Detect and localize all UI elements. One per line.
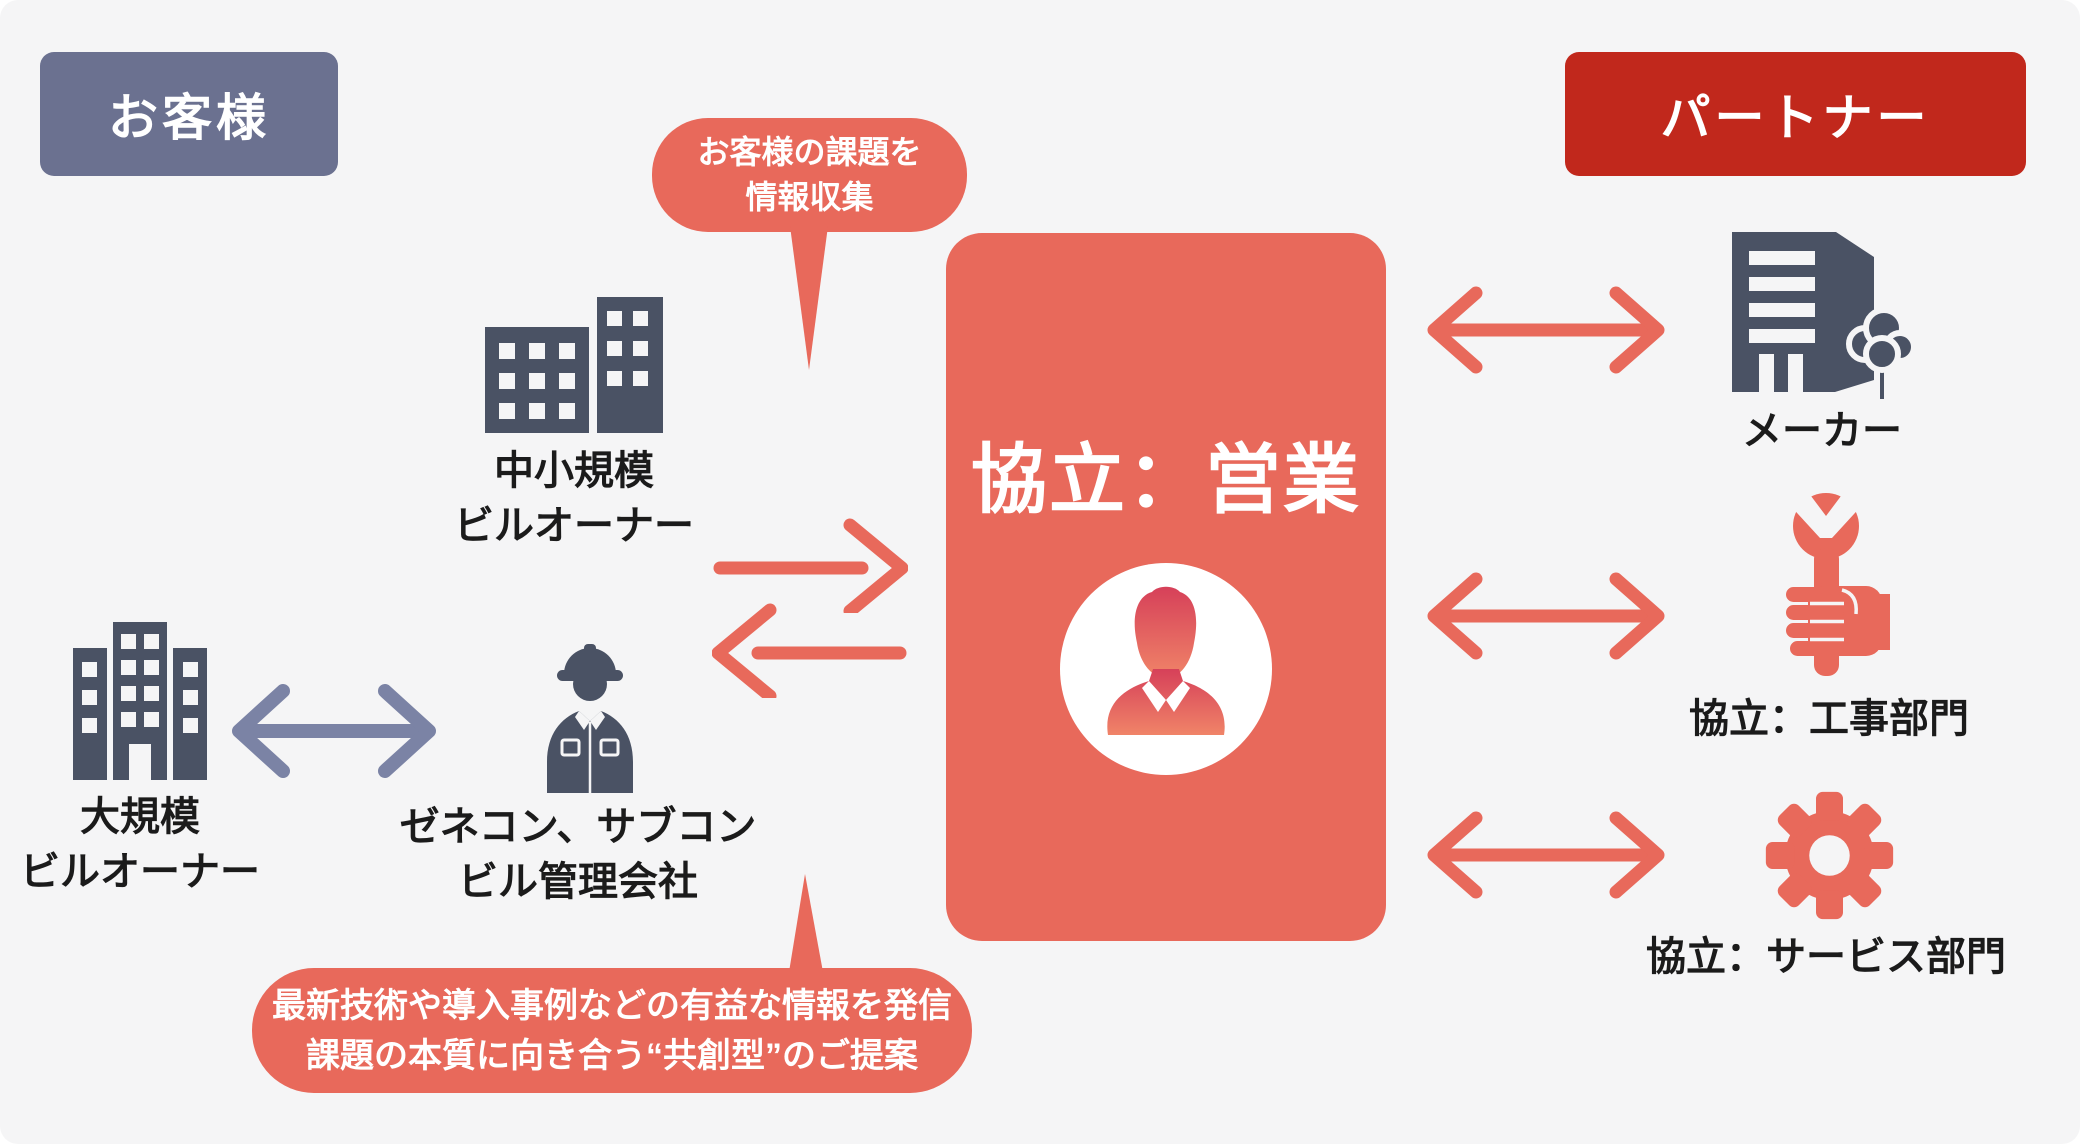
- label-large-owner-line2: ビルオーナー: [20, 850, 260, 894]
- arrow-from-sales-icon: [712, 603, 907, 698]
- speech-bubble-bottom-line2: 課題の本質に向き合う“共創型”のご提案: [306, 1036, 918, 1075]
- construction-worker-icon: [547, 644, 633, 793]
- double-arrow-construction-icon: [1427, 572, 1665, 660]
- label-construction-division: 協立：工事部門: [1689, 697, 1969, 741]
- label-contractor-line1: ゼネコン、サブコン: [399, 805, 757, 849]
- wrench-hand-icon: [1786, 490, 1890, 676]
- double-arrow-owner-contractor-icon: [232, 684, 436, 778]
- label-service-division: 協立：サービス部門: [1646, 935, 2006, 979]
- speech-bubble-top-line1: お客様の課題を: [697, 134, 922, 170]
- label-large-owner: 大規模 ビルオーナー: [0, 790, 340, 900]
- label-maker: メーカー: [1742, 409, 1902, 453]
- label-contractor-line2: ビル管理会社: [458, 860, 698, 904]
- kyoritsu-sales-title: 協立：営業: [971, 438, 1361, 523]
- partner-header-label: パートナー: [1660, 90, 1931, 146]
- speech-bubble-top-tail: [790, 226, 828, 370]
- label-contractor: ゼネコン、サブコン ビル管理会社: [378, 800, 778, 910]
- speech-bubble-bottom-tail: [789, 874, 823, 972]
- speech-bubble-bottom: 最新技術や導入事例などの有益な情報を発信 課題の本質に向き合う“共創型”のご提案: [252, 968, 972, 1093]
- partner-header: パートナー: [1565, 52, 2026, 176]
- speech-bubble-top: お客様の課題を 情報収集: [652, 118, 967, 232]
- label-small-mid-owner: 中小規模 ビルオーナー: [374, 444, 774, 554]
- label-large-owner-line1: 大規模: [80, 795, 200, 839]
- customer-header: お客様: [40, 52, 338, 176]
- maker-building-icon: [1732, 232, 1917, 404]
- double-arrow-maker-icon: [1427, 286, 1665, 374]
- speech-bubble-bottom-line1: 最新技術や導入事例などの有益な情報を発信: [272, 986, 952, 1025]
- kyoritsu-sales-box: 協立：営業: [946, 233, 1386, 941]
- speech-bubble-top-line2: 情報収集: [745, 179, 874, 215]
- large-building-icon: [73, 622, 207, 780]
- arrow-to-sales-icon: [713, 518, 908, 613]
- label-small-mid-owner-line1: 中小規模: [494, 449, 654, 493]
- label-small-mid-owner-line2: ビルオーナー: [454, 504, 694, 548]
- small-mid-buildings-icon: [485, 297, 663, 433]
- salesperson-avatar-icon: [1060, 563, 1272, 775]
- gear-icon: [1765, 791, 1894, 920]
- customer-header-label: お客様: [108, 90, 270, 146]
- double-arrow-service-icon: [1427, 811, 1665, 899]
